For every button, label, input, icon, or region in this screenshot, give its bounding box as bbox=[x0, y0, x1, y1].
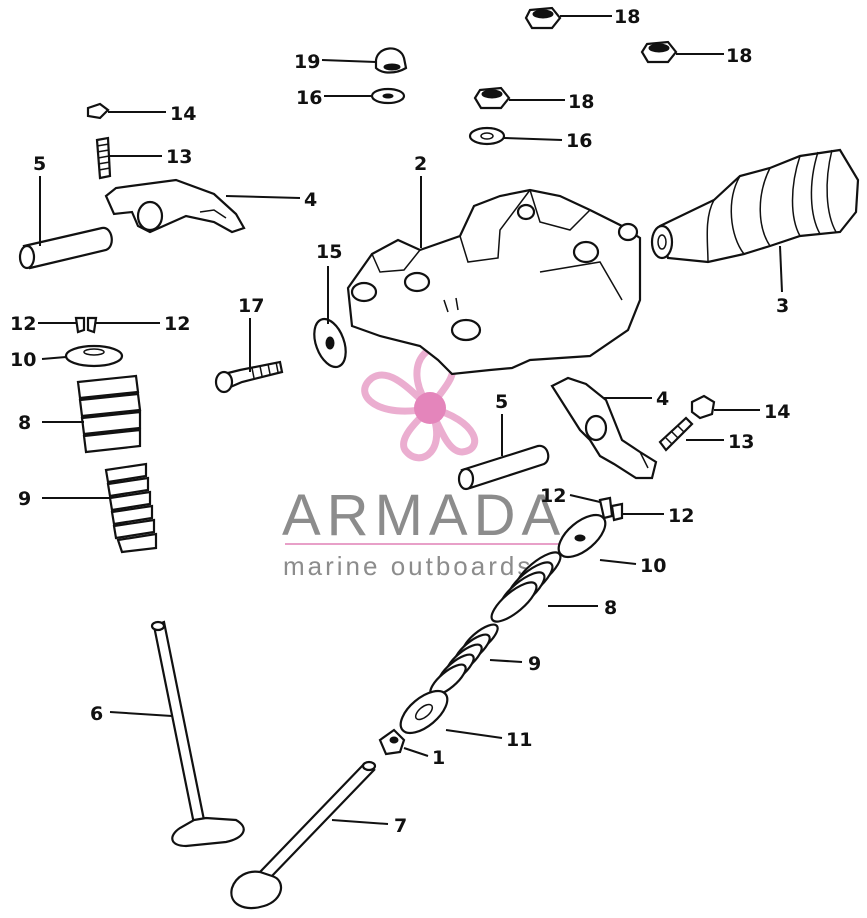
callout-16-left: 16 bbox=[296, 87, 322, 109]
valve-6 bbox=[150, 620, 245, 848]
spring-8-right bbox=[490, 551, 562, 623]
callout-15: 15 bbox=[316, 241, 342, 263]
callout-12-left-a: 12 bbox=[10, 313, 36, 335]
camshaft-3 bbox=[650, 148, 860, 264]
rocker-arm-4-right bbox=[550, 376, 658, 480]
callout-9-left: 9 bbox=[18, 488, 31, 510]
washer-15 bbox=[313, 317, 347, 369]
nut-18-top bbox=[524, 6, 562, 30]
callout-12-left-b: 12 bbox=[164, 313, 190, 335]
callout-11: 11 bbox=[506, 729, 532, 751]
leader-lines bbox=[38, 15, 783, 825]
armada-propeller-logo bbox=[361, 344, 479, 462]
callout-14-right: 14 bbox=[764, 401, 790, 423]
watermark-brand: ARMADA bbox=[282, 483, 566, 548]
cotter-12-right bbox=[598, 496, 624, 522]
callout-4-right: 4 bbox=[656, 388, 669, 410]
rocker-housing-2 bbox=[346, 188, 642, 376]
callout-16-right: 16 bbox=[566, 130, 592, 152]
callout-10-right: 10 bbox=[640, 555, 666, 577]
watermark-tagline: marine outboards bbox=[283, 551, 533, 581]
callout-18-middle: 18 bbox=[568, 91, 594, 113]
callout-10-left: 10 bbox=[10, 349, 36, 371]
retainer-10-left bbox=[64, 344, 124, 368]
nut-18-middle bbox=[473, 86, 511, 110]
callout-13-right: 13 bbox=[728, 431, 754, 453]
callout-12-right-b: 12 bbox=[668, 505, 694, 527]
callout-5-right: 5 bbox=[495, 391, 508, 413]
bolt-17 bbox=[214, 360, 284, 394]
adjusting-screw-13-right bbox=[658, 416, 694, 452]
nut-18-right bbox=[640, 40, 678, 64]
washer-11 bbox=[399, 689, 449, 735]
callout-8-right: 8 bbox=[604, 597, 617, 619]
callout-numbers: 18 18 18 19 16 16 14 13 5 4 2 3 15 17 12… bbox=[10, 6, 790, 837]
nut-14-right bbox=[690, 394, 716, 420]
callout-5-left: 5 bbox=[33, 153, 46, 175]
callout-1: 1 bbox=[432, 747, 445, 769]
rocker-arm-4-left bbox=[104, 178, 246, 234]
cap-nut-19 bbox=[374, 47, 408, 74]
nut-14-left bbox=[86, 102, 110, 120]
callout-3: 3 bbox=[776, 295, 789, 317]
cotter-12-left bbox=[74, 316, 98, 334]
spring-9-left bbox=[104, 462, 158, 554]
callout-9-right: 9 bbox=[528, 653, 541, 675]
adjusting-screw-13-left bbox=[95, 136, 112, 180]
callout-18-right: 18 bbox=[726, 45, 752, 67]
washer-16-right bbox=[468, 126, 506, 146]
callout-17: 17 bbox=[238, 295, 264, 317]
seal-1 bbox=[378, 728, 406, 756]
rocker-shaft-5-right bbox=[457, 444, 550, 491]
callout-6: 6 bbox=[90, 703, 103, 725]
spring-9-right bbox=[429, 623, 499, 697]
callout-7: 7 bbox=[394, 815, 407, 837]
callout-8-left: 8 bbox=[18, 412, 31, 434]
callout-2: 2 bbox=[414, 153, 427, 175]
callout-12-right-a: 12 bbox=[540, 485, 566, 507]
callout-13-left: 13 bbox=[166, 146, 192, 168]
callout-19: 19 bbox=[294, 51, 320, 73]
valve-7 bbox=[230, 760, 377, 910]
spring-8-left bbox=[76, 374, 142, 454]
rocker-shaft-5-left bbox=[18, 226, 113, 270]
callout-14-left: 14 bbox=[170, 103, 196, 125]
callout-4-left: 4 bbox=[304, 189, 317, 211]
callout-18-top: 18 bbox=[614, 6, 640, 28]
washer-16-left bbox=[370, 87, 406, 105]
